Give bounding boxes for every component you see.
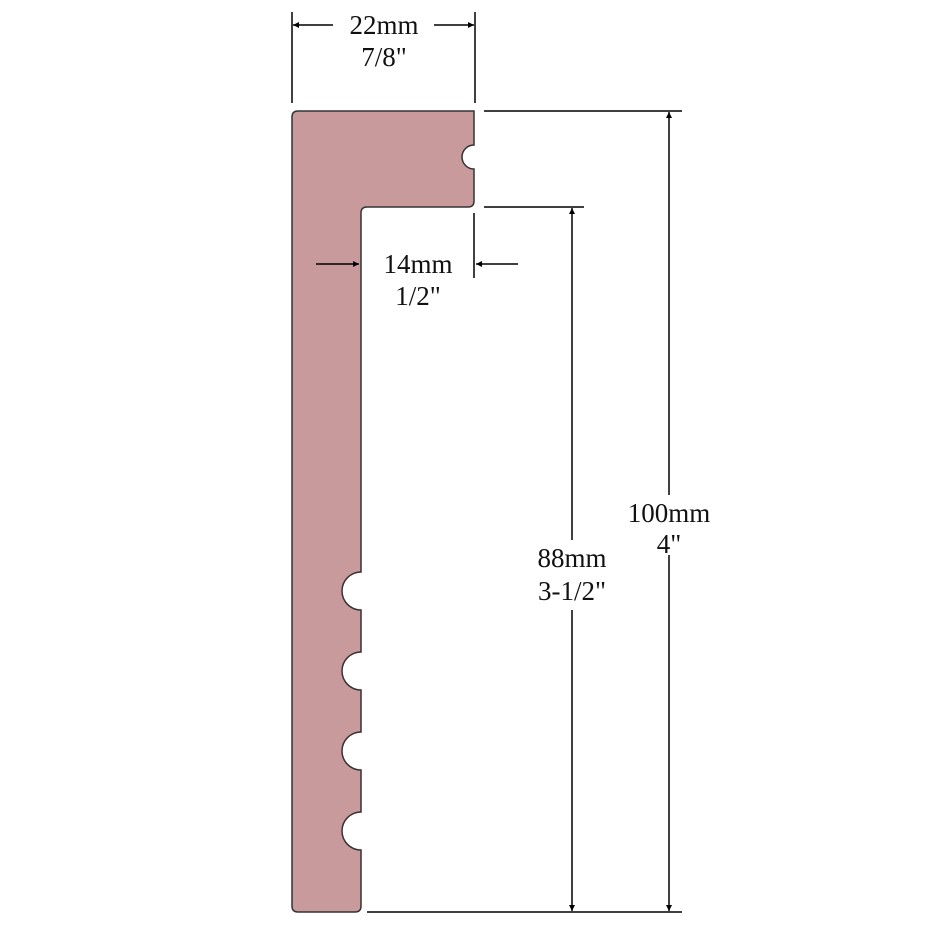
molding-profile bbox=[291, 110, 475, 913]
wall-thickness-metric-label: 14mm bbox=[383, 249, 452, 279]
total-height-imperial-label: 4" bbox=[657, 529, 682, 559]
inner-height-imperial-label: 3-1/2" bbox=[538, 576, 606, 606]
wall-thickness-imperial-label: 1/2" bbox=[395, 281, 441, 311]
dimension-total-height bbox=[484, 110, 682, 911]
dimension-top-width bbox=[291, 12, 476, 103]
total-height-metric-label: 100mm bbox=[628, 498, 711, 528]
top-width-imperial-label: 7/8" bbox=[361, 42, 407, 72]
dimension-wall-thickness bbox=[316, 213, 518, 278]
dimension-inner-height bbox=[367, 206, 682, 913]
top-width-metric-label: 22mm bbox=[349, 10, 418, 40]
inner-height-metric-label: 88mm bbox=[537, 543, 606, 573]
